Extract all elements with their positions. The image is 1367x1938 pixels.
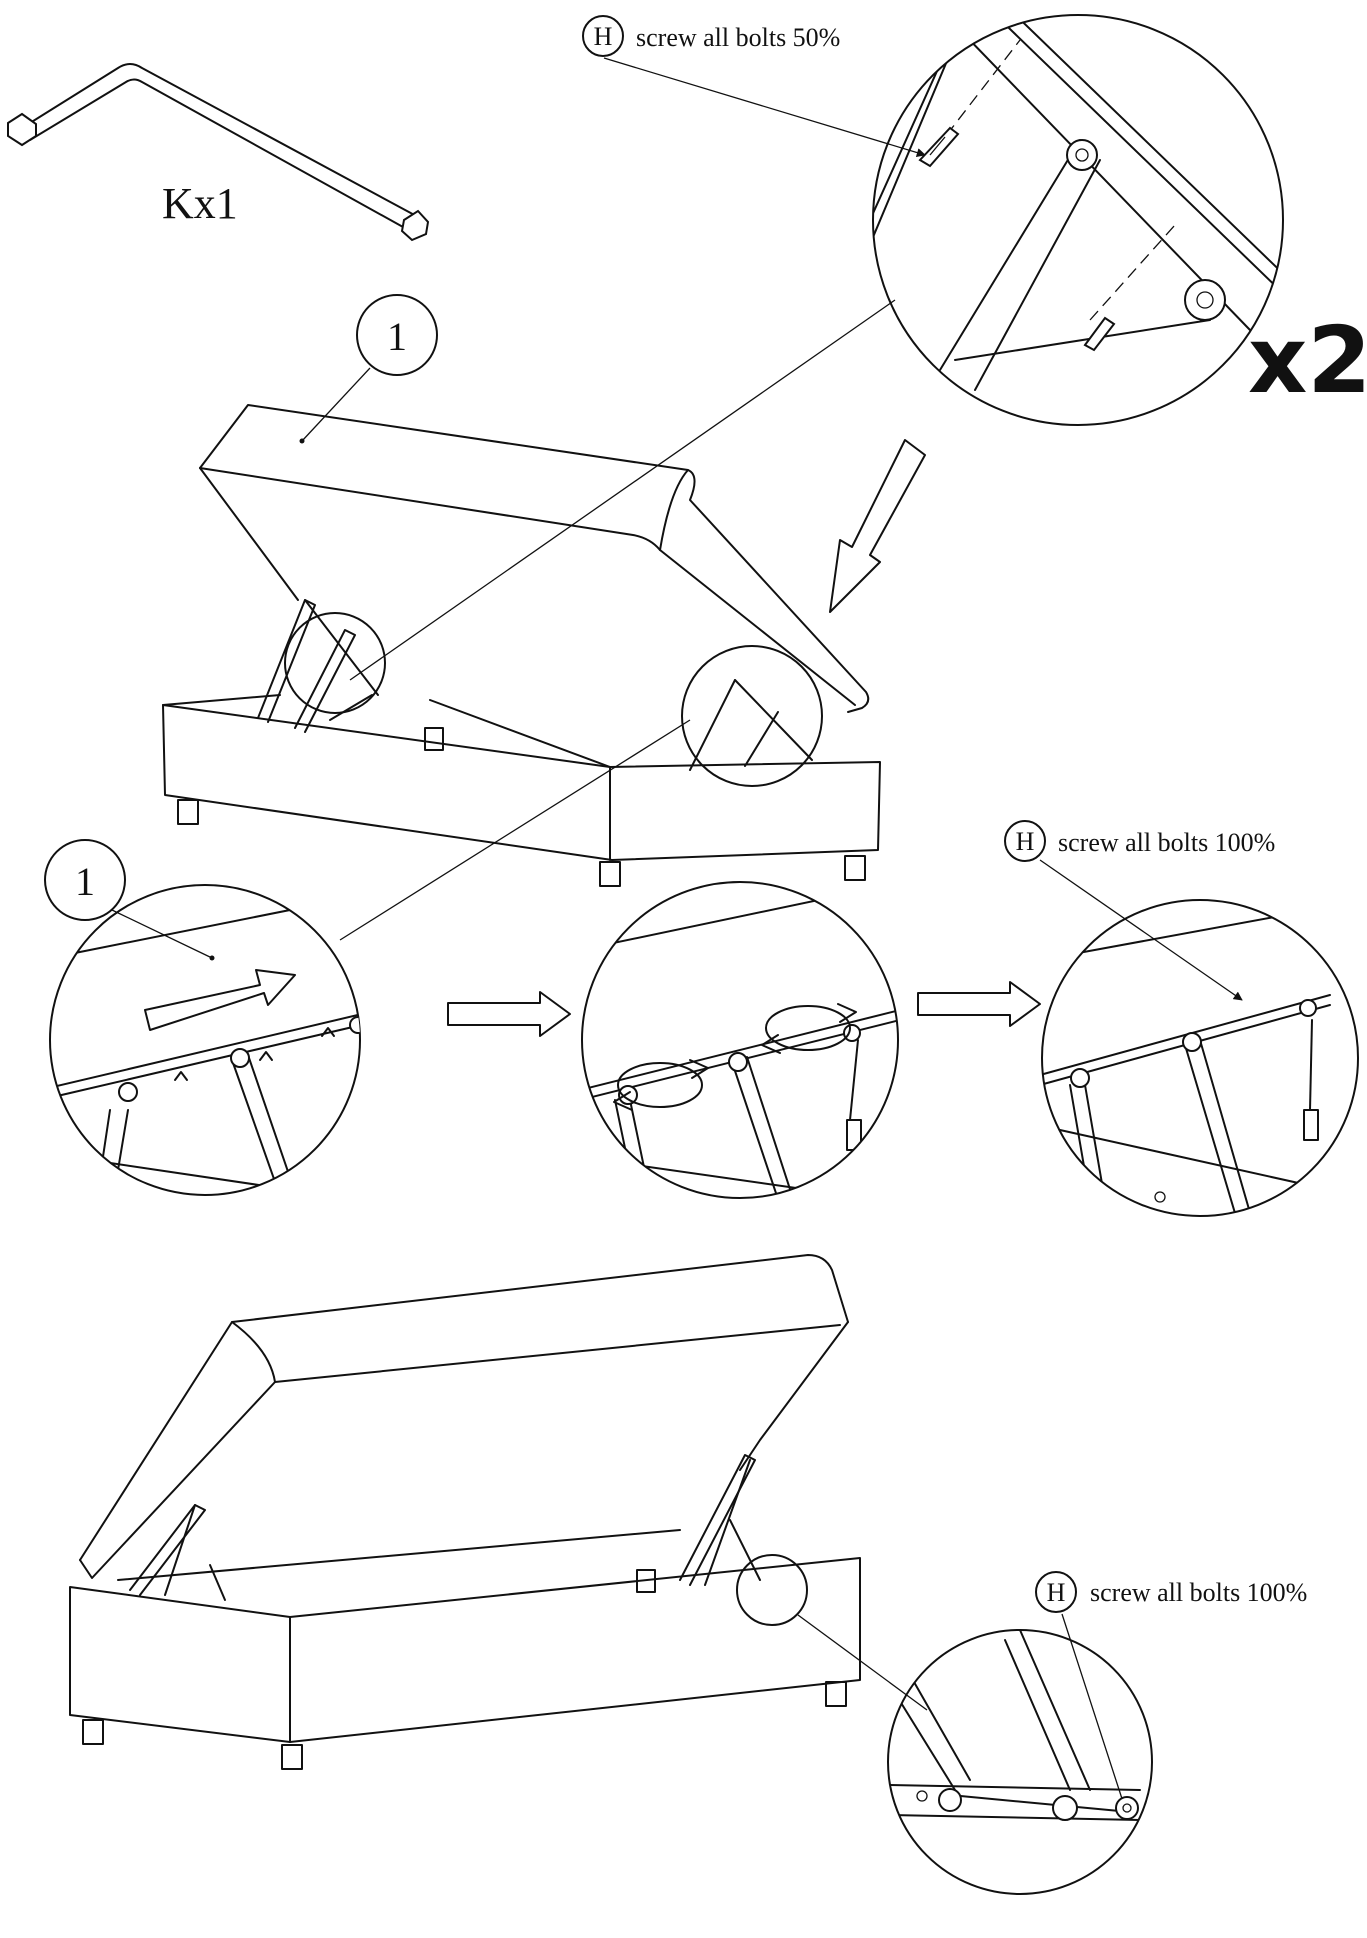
detail-circle-slide: 1 (44, 839, 361, 1196)
bolt-icon (1083, 316, 1116, 352)
callout-text: screw all bolts 100% (1058, 828, 1275, 857)
callout-screw-100-mid: H screw all bolts 100% (1004, 820, 1275, 1001)
callout-screw-50: H screw all bolts 50% (582, 15, 926, 157)
callout-screw-100-bottom: H screw all bolts 100% (1035, 1571, 1307, 1809)
rotate-arrow-icon (613, 1059, 709, 1111)
assembly-arrow-icon (829, 439, 926, 613)
bolt-icon (918, 126, 960, 168)
assembly-arrow-icon (144, 969, 296, 1031)
callout-letter: H (1016, 827, 1035, 856)
detail-circle-tighten (581, 881, 899, 1199)
callout-text: screw all bolts 50% (636, 23, 840, 52)
tube-handle-icon (7, 63, 430, 242)
multiplier-label: x2 (1248, 307, 1367, 414)
callout-text: screw all bolts 100% (1090, 1578, 1307, 1607)
part-kit-label: Kx1 (162, 179, 238, 228)
part-marker-top-lid: 1 (387, 314, 407, 359)
ottoman-lid-raised: 1 (162, 294, 881, 887)
detail-circle-bottom (887, 1629, 1153, 1895)
rotate-arrow-icon (761, 1003, 857, 1054)
ottoman-final (69, 1254, 861, 1770)
callout-letter: H (594, 22, 613, 51)
part-marker-slide-detail: 1 (75, 859, 95, 904)
callout-letter: H (1047, 1578, 1066, 1607)
assembly-arrow-icon (917, 981, 1041, 1027)
detail-circle-tightened (1041, 899, 1359, 1217)
detail-circle-hinge-top (872, 14, 1284, 426)
assembly-arrow-icon (447, 991, 571, 1037)
